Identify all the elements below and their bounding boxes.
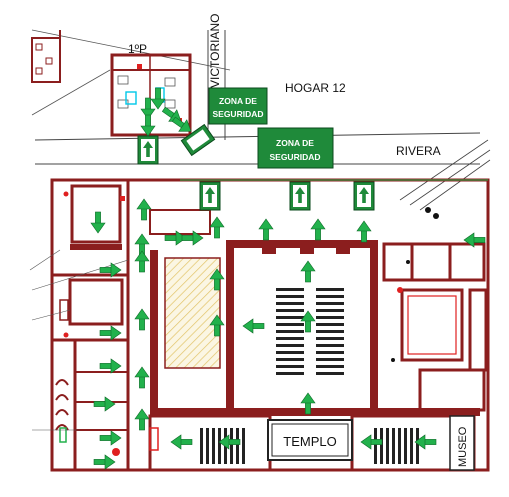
svg-text:MUSEO: MUSEO xyxy=(457,426,469,467)
svg-text:ZONA DE: ZONA DE xyxy=(276,138,314,148)
arrow-left-icon xyxy=(170,434,193,450)
street-rivera-label: RIVERA xyxy=(396,144,441,158)
exit-icon xyxy=(289,181,311,211)
arrow-right-icon xyxy=(93,396,116,412)
safety-zone-sign-1: ZONA DE SEGURIDAD xyxy=(208,87,268,125)
arrow-up-icon xyxy=(258,218,274,241)
arrow-right-icon xyxy=(99,430,122,446)
street-victoriano-label: VICTORIANO xyxy=(208,14,222,88)
svg-text:ZONA DE: ZONA DE xyxy=(219,96,257,106)
upper-annex: 1ºP xyxy=(31,29,231,137)
street-hogar-label: HOGAR 12 xyxy=(285,81,346,95)
floor-label: 1ºP xyxy=(128,42,147,56)
svg-text:SEGURIDAD: SEGURIDAD xyxy=(269,152,320,162)
arrow-up-icon xyxy=(136,198,152,221)
arrow-left-icon xyxy=(242,318,265,334)
arrow-right-icon xyxy=(99,358,122,374)
arrow-down-icon xyxy=(140,114,156,137)
exit-icon xyxy=(199,181,221,211)
arrow-up-icon xyxy=(300,310,316,333)
temple-label-box: TEMPLO xyxy=(267,419,353,461)
arrow-up-icon xyxy=(134,366,150,389)
arrow-right-icon xyxy=(99,325,122,341)
arrow-up-icon xyxy=(209,216,225,239)
arrow-right-icon xyxy=(93,454,116,470)
safety-zone-sign-2: ZONA DE SEGURIDAD xyxy=(257,127,334,169)
svg-text:TEMPLO: TEMPLO xyxy=(283,434,336,449)
arrow-up-icon xyxy=(356,220,372,243)
arrow-left-icon xyxy=(360,434,383,450)
exit-icon xyxy=(353,181,375,211)
arrow-down-icon xyxy=(90,211,106,234)
arrow-up-icon xyxy=(134,408,150,431)
exit-icon xyxy=(180,123,216,157)
museum-label: MUSEO xyxy=(449,415,475,471)
svg-text:SEGURIDAD: SEGURIDAD xyxy=(212,109,263,119)
arrow-up-icon xyxy=(134,308,150,331)
arrow-up-icon xyxy=(134,250,150,273)
arrow-up-icon xyxy=(310,218,326,241)
exit-icon xyxy=(137,135,159,165)
arrow-down-icon xyxy=(150,87,166,110)
arrow-up-icon xyxy=(300,260,316,283)
